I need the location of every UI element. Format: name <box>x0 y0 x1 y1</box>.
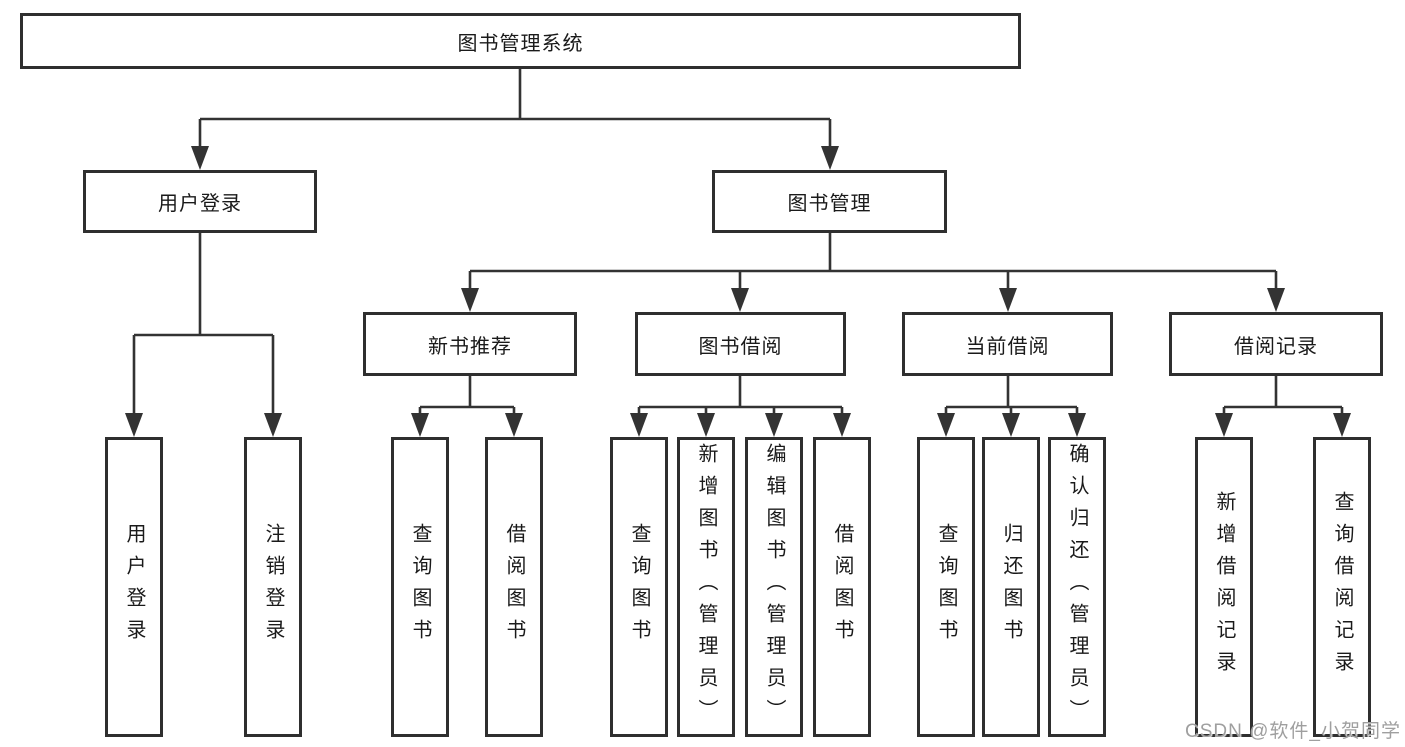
arrowhead-icon <box>1333 413 1351 437</box>
arrowhead-icon <box>833 413 851 437</box>
leaf-newrec-borrow-book: 借阅图书 <box>485 437 543 737</box>
connector-bookmgmt-to-level3 <box>461 233 1285 312</box>
leaf-logout: 注销登录 <box>244 437 302 737</box>
connector-records-to-leaves <box>1215 376 1351 437</box>
arrowhead-icon <box>505 413 523 437</box>
arrowhead-icon <box>191 146 209 170</box>
leaf-newrec-query-book: 查询图书 <box>391 437 449 737</box>
leaf-current-confirm-return-admin: 确认归还（管理员） <box>1048 437 1106 737</box>
arrowhead-icon <box>411 413 429 437</box>
arrowhead-icon <box>1002 413 1020 437</box>
connector-current-to-leaves <box>937 376 1086 437</box>
node-book-borrowing: 图书借阅 <box>635 312 846 376</box>
arrowhead-icon <box>461 288 479 312</box>
connector-borrow-to-leaves <box>630 376 851 437</box>
arrowhead-icon <box>630 413 648 437</box>
node-root-system: 图书管理系统 <box>20 13 1021 69</box>
node-new-book-recommend: 新书推荐 <box>363 312 577 376</box>
node-book-management: 图书管理 <box>712 170 947 233</box>
leaf-borrow-add-book-admin: 新增图书（管理员） <box>677 437 735 737</box>
arrowhead-icon <box>1215 413 1233 437</box>
leaf-borrow-borrow-book: 借阅图书 <box>813 437 871 737</box>
leaf-user-login: 用户登录 <box>105 437 163 737</box>
connector-root-to-level2 <box>191 68 839 170</box>
connector-userlogin-to-leaves <box>125 233 282 437</box>
leaf-borrow-edit-book-admin: 编辑图书（管理员） <box>745 437 803 737</box>
leaf-current-return-book: 归还图书 <box>982 437 1040 737</box>
leaf-records-add-record: 新增借阅记录 <box>1195 437 1253 737</box>
arrowhead-icon <box>999 288 1017 312</box>
leaf-current-query-book: 查询图书 <box>917 437 975 737</box>
arrowhead-icon <box>1068 413 1086 437</box>
connector-newrec-to-leaves <box>411 376 523 437</box>
csdn-watermark: CSDN @软件_小贺同学 <box>1185 721 1401 742</box>
arrowhead-icon <box>731 288 749 312</box>
node-current-borrowing: 当前借阅 <box>902 312 1113 376</box>
arrowhead-icon <box>264 413 282 437</box>
arrowhead-icon <box>697 413 715 437</box>
arrowhead-icon <box>765 413 783 437</box>
arrowhead-icon <box>821 146 839 170</box>
arrowhead-icon <box>1267 288 1285 312</box>
leaf-borrow-query-book: 查询图书 <box>610 437 668 737</box>
leaf-records-query-record: 查询借阅记录 <box>1313 437 1371 737</box>
node-user-login: 用户登录 <box>83 170 317 233</box>
arrowhead-icon <box>937 413 955 437</box>
node-borrowing-records: 借阅记录 <box>1169 312 1383 376</box>
arrowhead-icon <box>125 413 143 437</box>
